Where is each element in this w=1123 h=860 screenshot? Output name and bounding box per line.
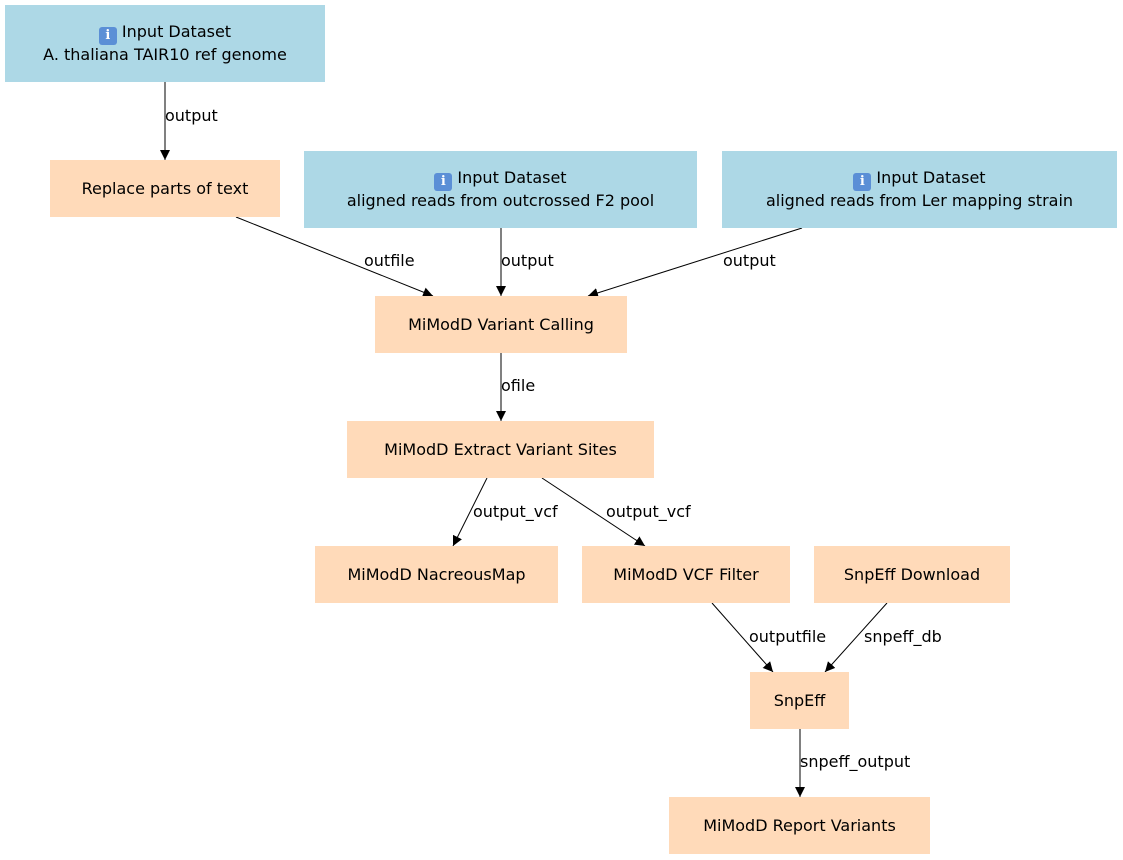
edge-n5-n7 bbox=[541, 477, 646, 547]
edge-label: output_vcf bbox=[606, 502, 691, 521]
node-label: MiModD Extract Variant Sites bbox=[384, 439, 617, 459]
node-title-text: Input Dataset bbox=[457, 168, 567, 187]
node-snpeff-download[interactable]: SnpEff Download bbox=[814, 546, 1010, 603]
edge-label: snpeff_output bbox=[800, 752, 911, 771]
node-label: SnpEff bbox=[773, 690, 826, 710]
node-title-text: Input Dataset bbox=[876, 168, 986, 187]
node-label: MiModD Variant Calling bbox=[408, 314, 594, 334]
edge-label: snpeff_db bbox=[864, 627, 942, 646]
node-mimodd-report-variants[interactable]: MiModD Report Variants bbox=[669, 797, 930, 854]
node-snpeff[interactable]: SnpEff bbox=[750, 672, 849, 729]
node-title-text: Input Dataset bbox=[121, 22, 232, 41]
info-icon: i bbox=[98, 27, 117, 45]
node-mimodd-nacreousmap[interactable]: MiModD NacreousMap bbox=[315, 546, 558, 603]
edge-label: ofile bbox=[501, 376, 536, 395]
node-label: aligned reads from outcrossed F2 pool bbox=[346, 191, 655, 210]
info-icon: i bbox=[853, 173, 872, 191]
edge-n3-n4 bbox=[587, 227, 803, 298]
node-label: MiModD VCF Filter bbox=[613, 564, 759, 584]
node-mimodd-vcf-filter[interactable]: MiModD VCF Filter bbox=[582, 546, 790, 603]
edge-label: output_vcf bbox=[473, 502, 558, 521]
node-label: MiModD Report Variants bbox=[703, 815, 896, 835]
edge-n8-n9 bbox=[824, 602, 888, 673]
edge-n1-n4 bbox=[235, 216, 434, 297]
node-mimodd-extract-variant-sites[interactable]: MiModD Extract Variant Sites bbox=[347, 421, 654, 478]
node-label: aligned reads from Ler mapping strain bbox=[765, 191, 1074, 210]
node-label: A. thaliana TAIR10 ref genome bbox=[43, 45, 287, 64]
node-mimodd-variant-calling[interactable]: MiModD Variant Calling bbox=[375, 296, 627, 353]
info-icon: i bbox=[434, 173, 453, 191]
edge-label: outfile bbox=[364, 251, 415, 270]
edge-label: outputfile bbox=[749, 627, 827, 646]
edge-label: output bbox=[501, 251, 554, 270]
node-label: Replace parts of text bbox=[81, 178, 249, 198]
edge-n5-n6 bbox=[452, 477, 488, 547]
edge-n7-n9 bbox=[711, 602, 774, 673]
node-label: SnpEff Download bbox=[843, 564, 981, 584]
edge-label: output bbox=[723, 251, 776, 270]
node-label: MiModD NacreousMap bbox=[347, 564, 526, 584]
node-replace-parts-of-text[interactable]: Replace parts of text bbox=[50, 160, 280, 217]
edge-label: output bbox=[165, 106, 218, 125]
